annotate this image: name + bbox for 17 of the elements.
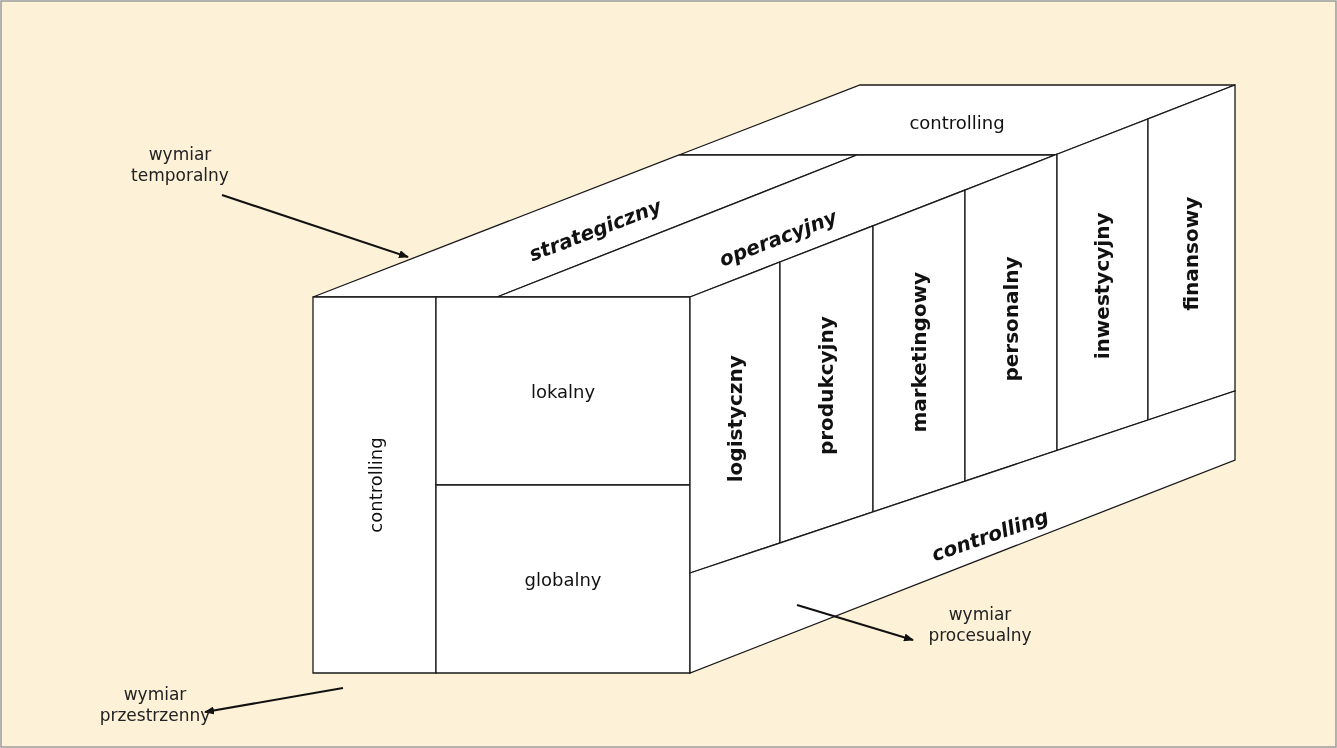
cube-face-panel: [435, 484, 691, 674]
face-label: globalny: [524, 568, 602, 590]
face-label: personalny: [999, 256, 1023, 382]
face-label: produkcyjny: [814, 316, 839, 456]
face-label: logistyczny: [723, 355, 747, 483]
dimension-label: wymiar przestrzenny: [99, 683, 211, 727]
face-label: controlling: [364, 437, 386, 533]
cube-face-panel: [678, 84, 1236, 156]
face-label: marketingowy: [907, 271, 931, 433]
face-label: inwestycyjny: [1090, 212, 1115, 360]
face-label: lokalny: [530, 380, 596, 402]
cube-face-panel: [435, 296, 691, 486]
face-label: controlling: [909, 111, 1005, 133]
dimension-label: wymiar temporalny: [131, 143, 229, 187]
dimension-label: wymiar procesualny: [928, 603, 1032, 647]
cube-face-panel: [312, 296, 437, 674]
face-label: finansowy: [1179, 196, 1204, 311]
